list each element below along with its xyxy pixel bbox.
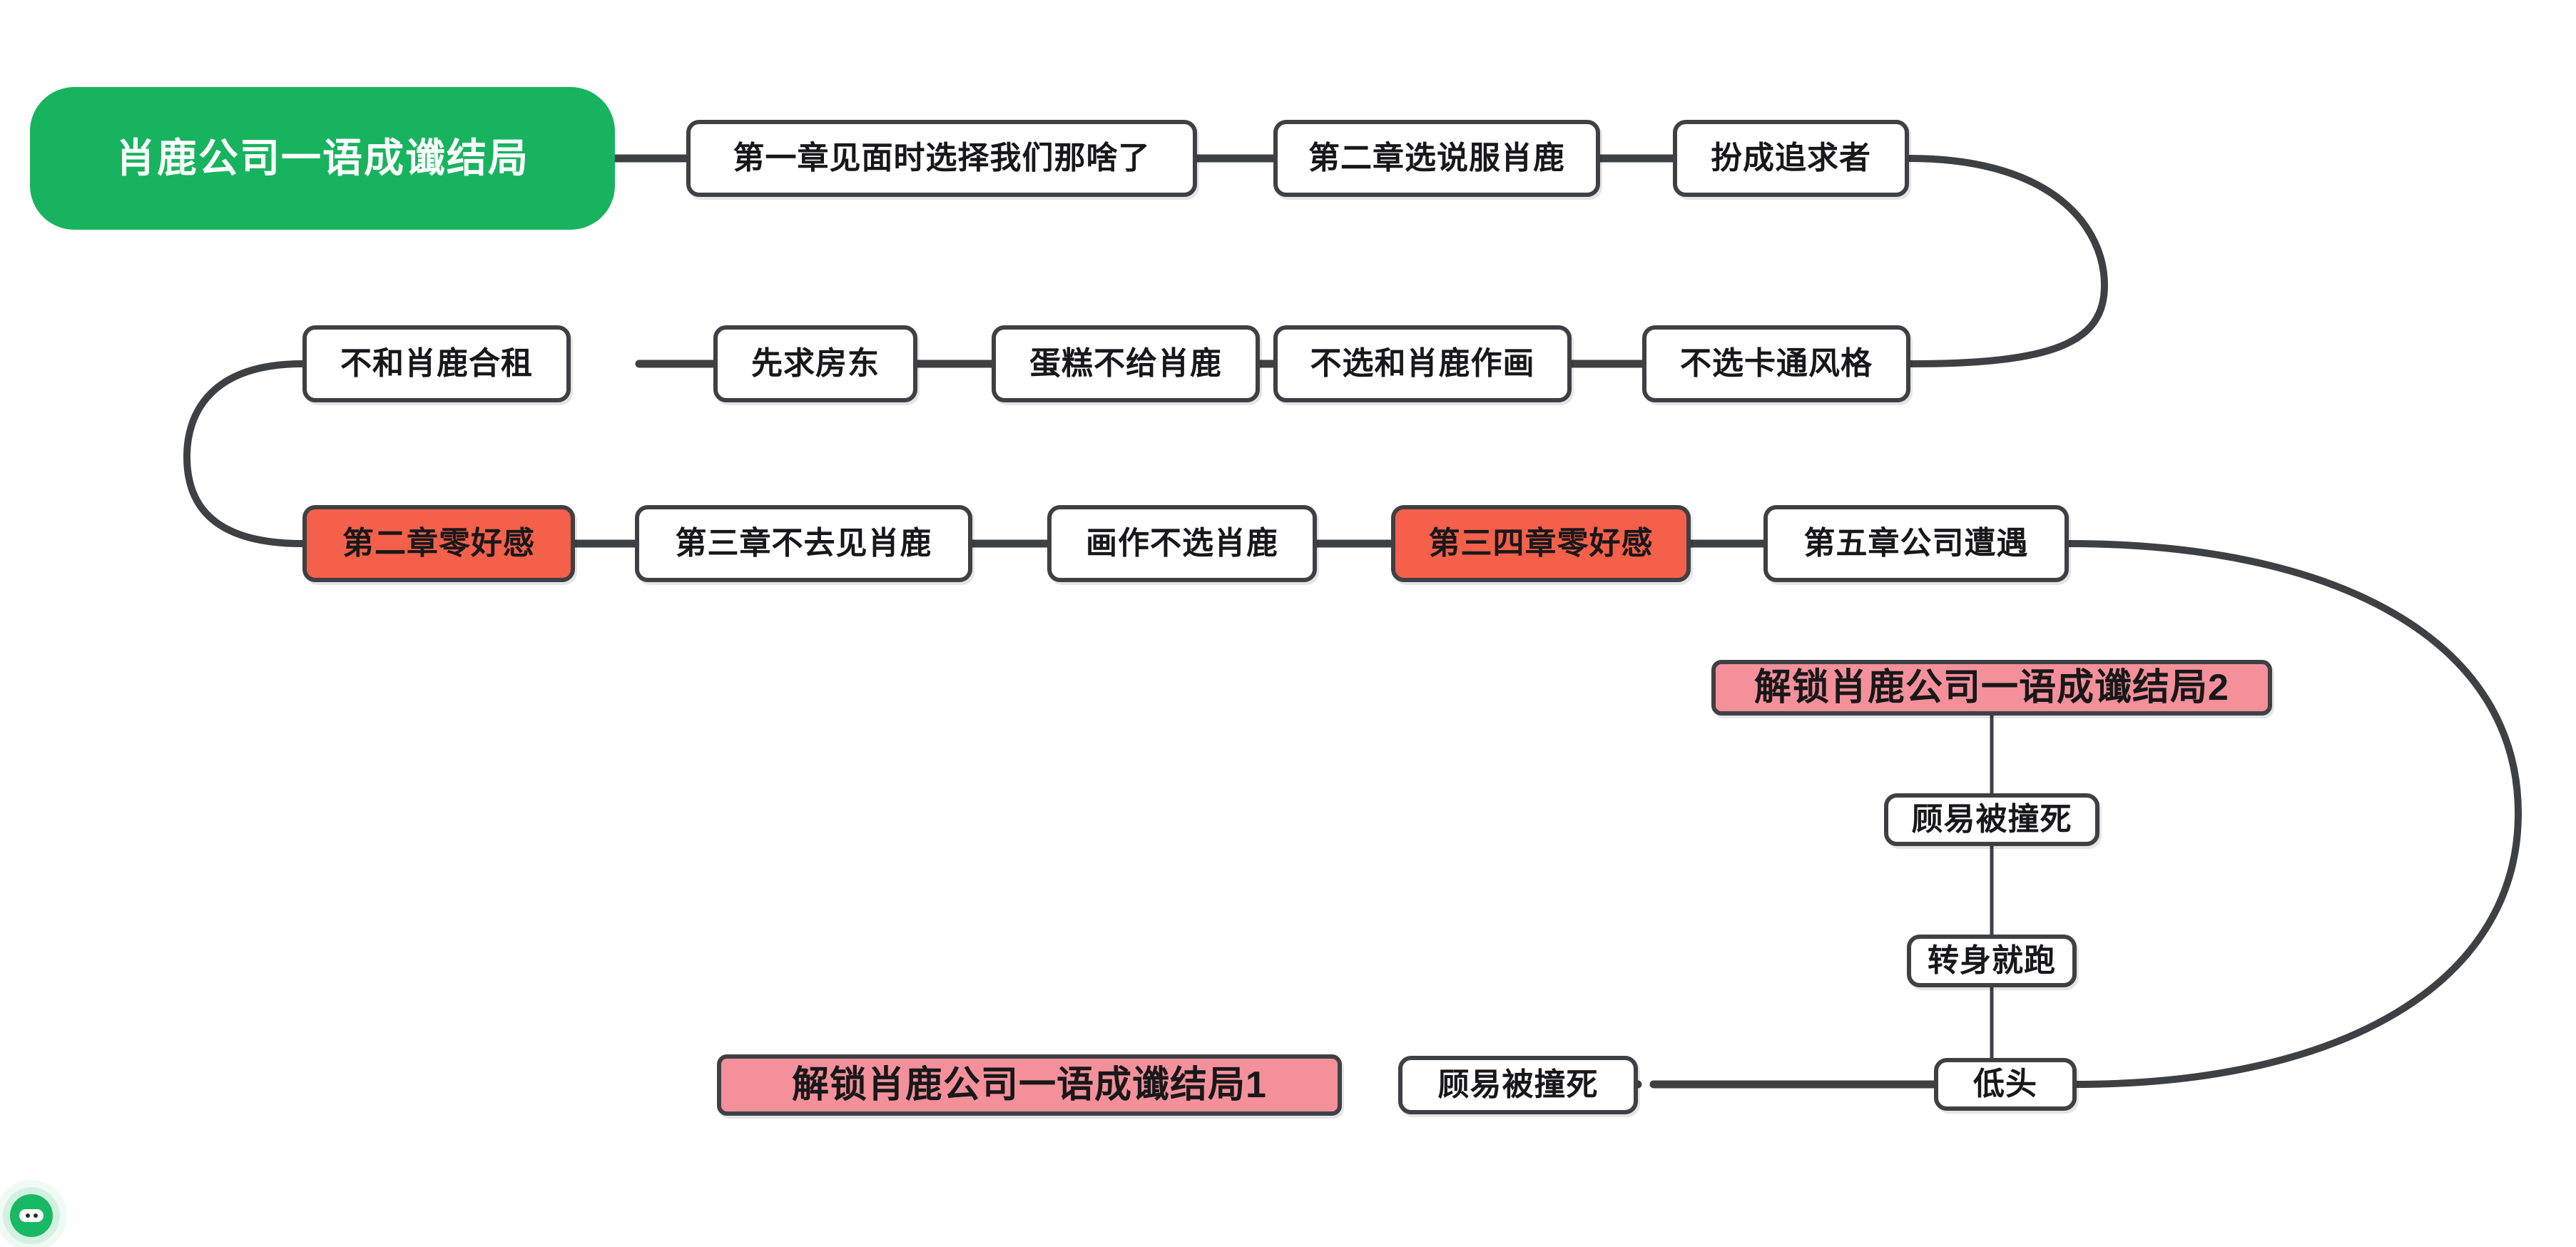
node-chapter2-persuade-label: 第二章选说服肖鹿 (1308, 141, 1565, 175)
robot-face-icon (19, 1209, 44, 1222)
robot-eye-right-icon (33, 1213, 38, 1218)
node-chapter34-zero-affinity-label: 第三四章零好感 (1428, 526, 1654, 561)
node-chapter5-company-label: 第五章公司遭遇 (1803, 526, 2029, 561)
node-turn-and-run-label: 转身就跑 (1928, 943, 2056, 978)
robot-badge-icon (10, 1194, 53, 1237)
edge-r3c5-to-bow (2065, 540, 2522, 1088)
node-root[interactable]: 肖鹿公司一语成谶结局 (30, 87, 615, 230)
node-ask-landlord-first-label: 先求房东 (751, 346, 880, 381)
node-no-cartoon-style-label: 不选卡通风格 (1680, 346, 1873, 381)
node-chapter3-avoid-label: 第三章不去见肖鹿 (675, 526, 932, 561)
node-chapter2-persuade[interactable]: 第二章选说服肖鹿 (1273, 120, 1600, 197)
node-ending-1[interactable]: 解锁肖鹿公司一语成谶结局1 (717, 1054, 1342, 1116)
node-bow-head-label: 低头 (1973, 1067, 2037, 1101)
node-no-share-rent-label: 不和肖鹿合租 (340, 346, 533, 381)
node-painting-not-choose[interactable]: 画作不选肖鹿 (1047, 505, 1317, 582)
node-no-paint-together-label: 不选和肖鹿作画 (1310, 346, 1535, 381)
node-chapter3-avoid[interactable]: 第三章不去见肖鹿 (635, 505, 972, 582)
node-ending-1-label: 解锁肖鹿公司一语成谶结局1 (792, 1064, 1267, 1106)
edge-r2c1-to-r3c1 (183, 360, 306, 547)
node-guyi-hit-lower[interactable]: 顾易被撞死 (1398, 1056, 1638, 1114)
node-no-paint-together[interactable]: 不选和肖鹿作画 (1273, 325, 1572, 402)
robot-eye-left-icon (25, 1213, 30, 1218)
node-chapter1-meeting-label: 第一章见面时选择我们那啥了 (733, 141, 1151, 175)
node-no-share-rent[interactable]: 不和肖鹿合租 (302, 325, 571, 402)
node-guyi-hit-lower-label: 顾易被撞死 (1437, 1067, 1599, 1102)
node-chapter5-company[interactable]: 第五章公司遭遇 (1763, 505, 2069, 582)
edge-r1c3-to-r2c5 (1905, 155, 2109, 367)
node-chapter2-zero-affinity[interactable]: 第二章零好感 (302, 505, 575, 582)
node-ending-2-label: 解锁肖鹿公司一语成谶结局2 (1754, 667, 2229, 708)
node-painting-not-choose-label: 画作不选肖鹿 (1086, 526, 1278, 561)
node-chapter2-zero-affinity-label: 第二章零好感 (342, 526, 535, 561)
node-ending-2[interactable]: 解锁肖鹿公司一语成谶结局2 (1711, 660, 2272, 716)
node-guyi-hit-upper-label: 顾易被撞死 (1911, 802, 2072, 837)
node-pretend-suitor-label: 扮成追求者 (1711, 141, 1871, 175)
node-bow-head[interactable]: 低头 (1934, 1058, 2077, 1111)
node-turn-and-run[interactable]: 转身就跑 (1907, 935, 2077, 987)
node-pretend-suitor[interactable]: 扮成追求者 (1673, 120, 1909, 197)
node-cake-not-given-label: 蛋糕不给肖鹿 (1029, 346, 1222, 381)
node-guyi-hit-upper[interactable]: 顾易被撞死 (1884, 793, 2099, 846)
node-root-label: 肖鹿公司一语成谶结局 (116, 136, 529, 180)
node-no-cartoon-style[interactable]: 不选卡通风格 (1642, 325, 1910, 402)
node-ask-landlord-first[interactable]: 先求房东 (713, 325, 917, 402)
node-chapter1-meeting[interactable]: 第一章见面时选择我们那啥了 (686, 120, 1197, 197)
node-chapter34-zero-affinity[interactable]: 第三四章零好感 (1391, 505, 1691, 582)
node-cake-not-given[interactable]: 蛋糕不给肖鹿 (992, 325, 1260, 402)
